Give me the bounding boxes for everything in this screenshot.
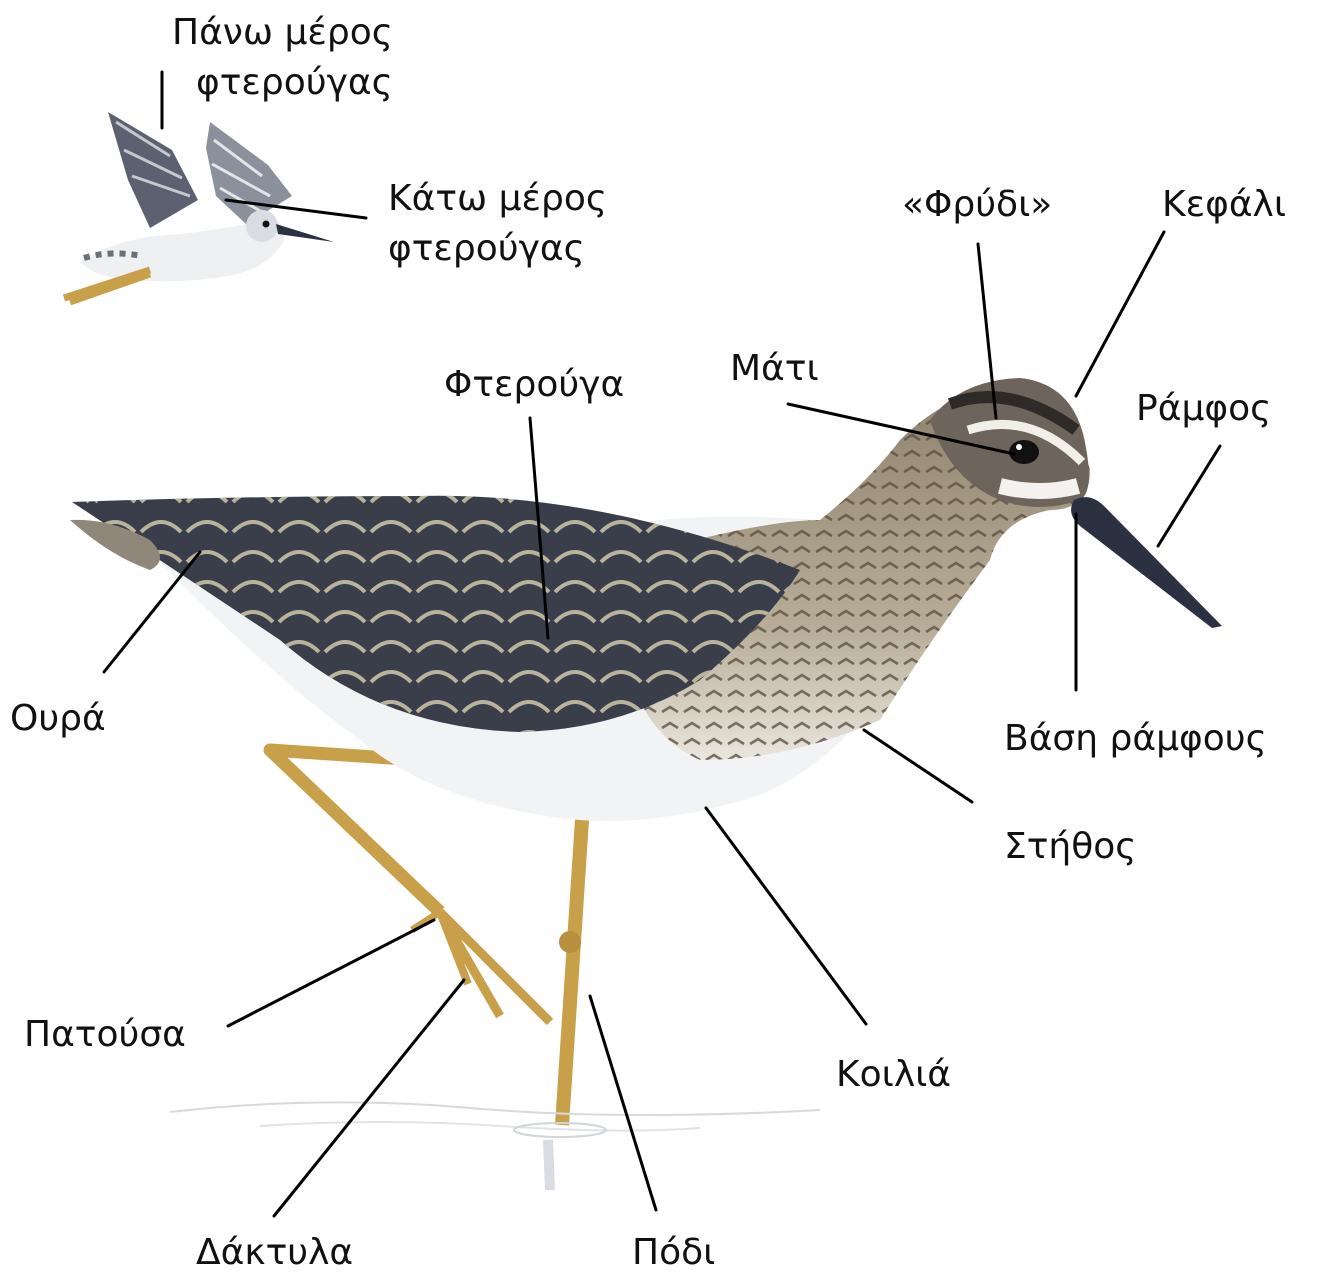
label-leg: Πόδι <box>632 1232 715 1273</box>
label-foot: Πατούσα <box>24 1014 186 1055</box>
label-under-wing-line2: φτερούγας <box>388 228 585 269</box>
label-wing: Φτερούγα <box>444 364 624 405</box>
leader-breast <box>864 730 972 802</box>
label-tail: Ουρά <box>10 698 106 739</box>
leader-foot <box>228 920 434 1026</box>
leader-bill <box>1158 446 1220 546</box>
label-upper-wing-line1: Πάνω μέρος <box>172 12 393 53</box>
main-bird-illustration <box>70 378 1222 1190</box>
label-toes: Δάκτυλα <box>196 1232 353 1273</box>
label-bill: Ράμφος <box>1136 388 1271 429</box>
flying-bird-under-wing <box>206 122 292 224</box>
label-breast: Στήθος <box>1004 826 1136 867</box>
label-eye: Μάτι <box>730 348 819 389</box>
label-upper-wing-line2: φτερούγας <box>196 62 393 103</box>
water-ripples <box>170 1102 820 1190</box>
flying-bird-upper-wing <box>108 112 198 228</box>
label-under-wing-line1: Κάτω μέρος <box>388 178 607 219</box>
bird-eye <box>1009 440 1039 464</box>
flying-bird-bill <box>276 224 334 242</box>
label-eyebrow: «Φρύδι» <box>902 184 1052 225</box>
flying-bird-illustration <box>64 112 334 302</box>
label-belly: Κοιλιά <box>836 1054 951 1095</box>
standing-leg <box>559 820 582 1125</box>
leader-tail <box>104 552 200 672</box>
bird-bill <box>1071 497 1222 628</box>
label-bill-base: Βάση ράμφους <box>1004 718 1267 759</box>
leader-toes <box>274 980 464 1216</box>
leader-belly <box>706 808 866 1024</box>
label-head: Κεφάλι <box>1162 184 1286 225</box>
leader-head <box>1076 232 1164 396</box>
leader-leg <box>590 996 656 1210</box>
